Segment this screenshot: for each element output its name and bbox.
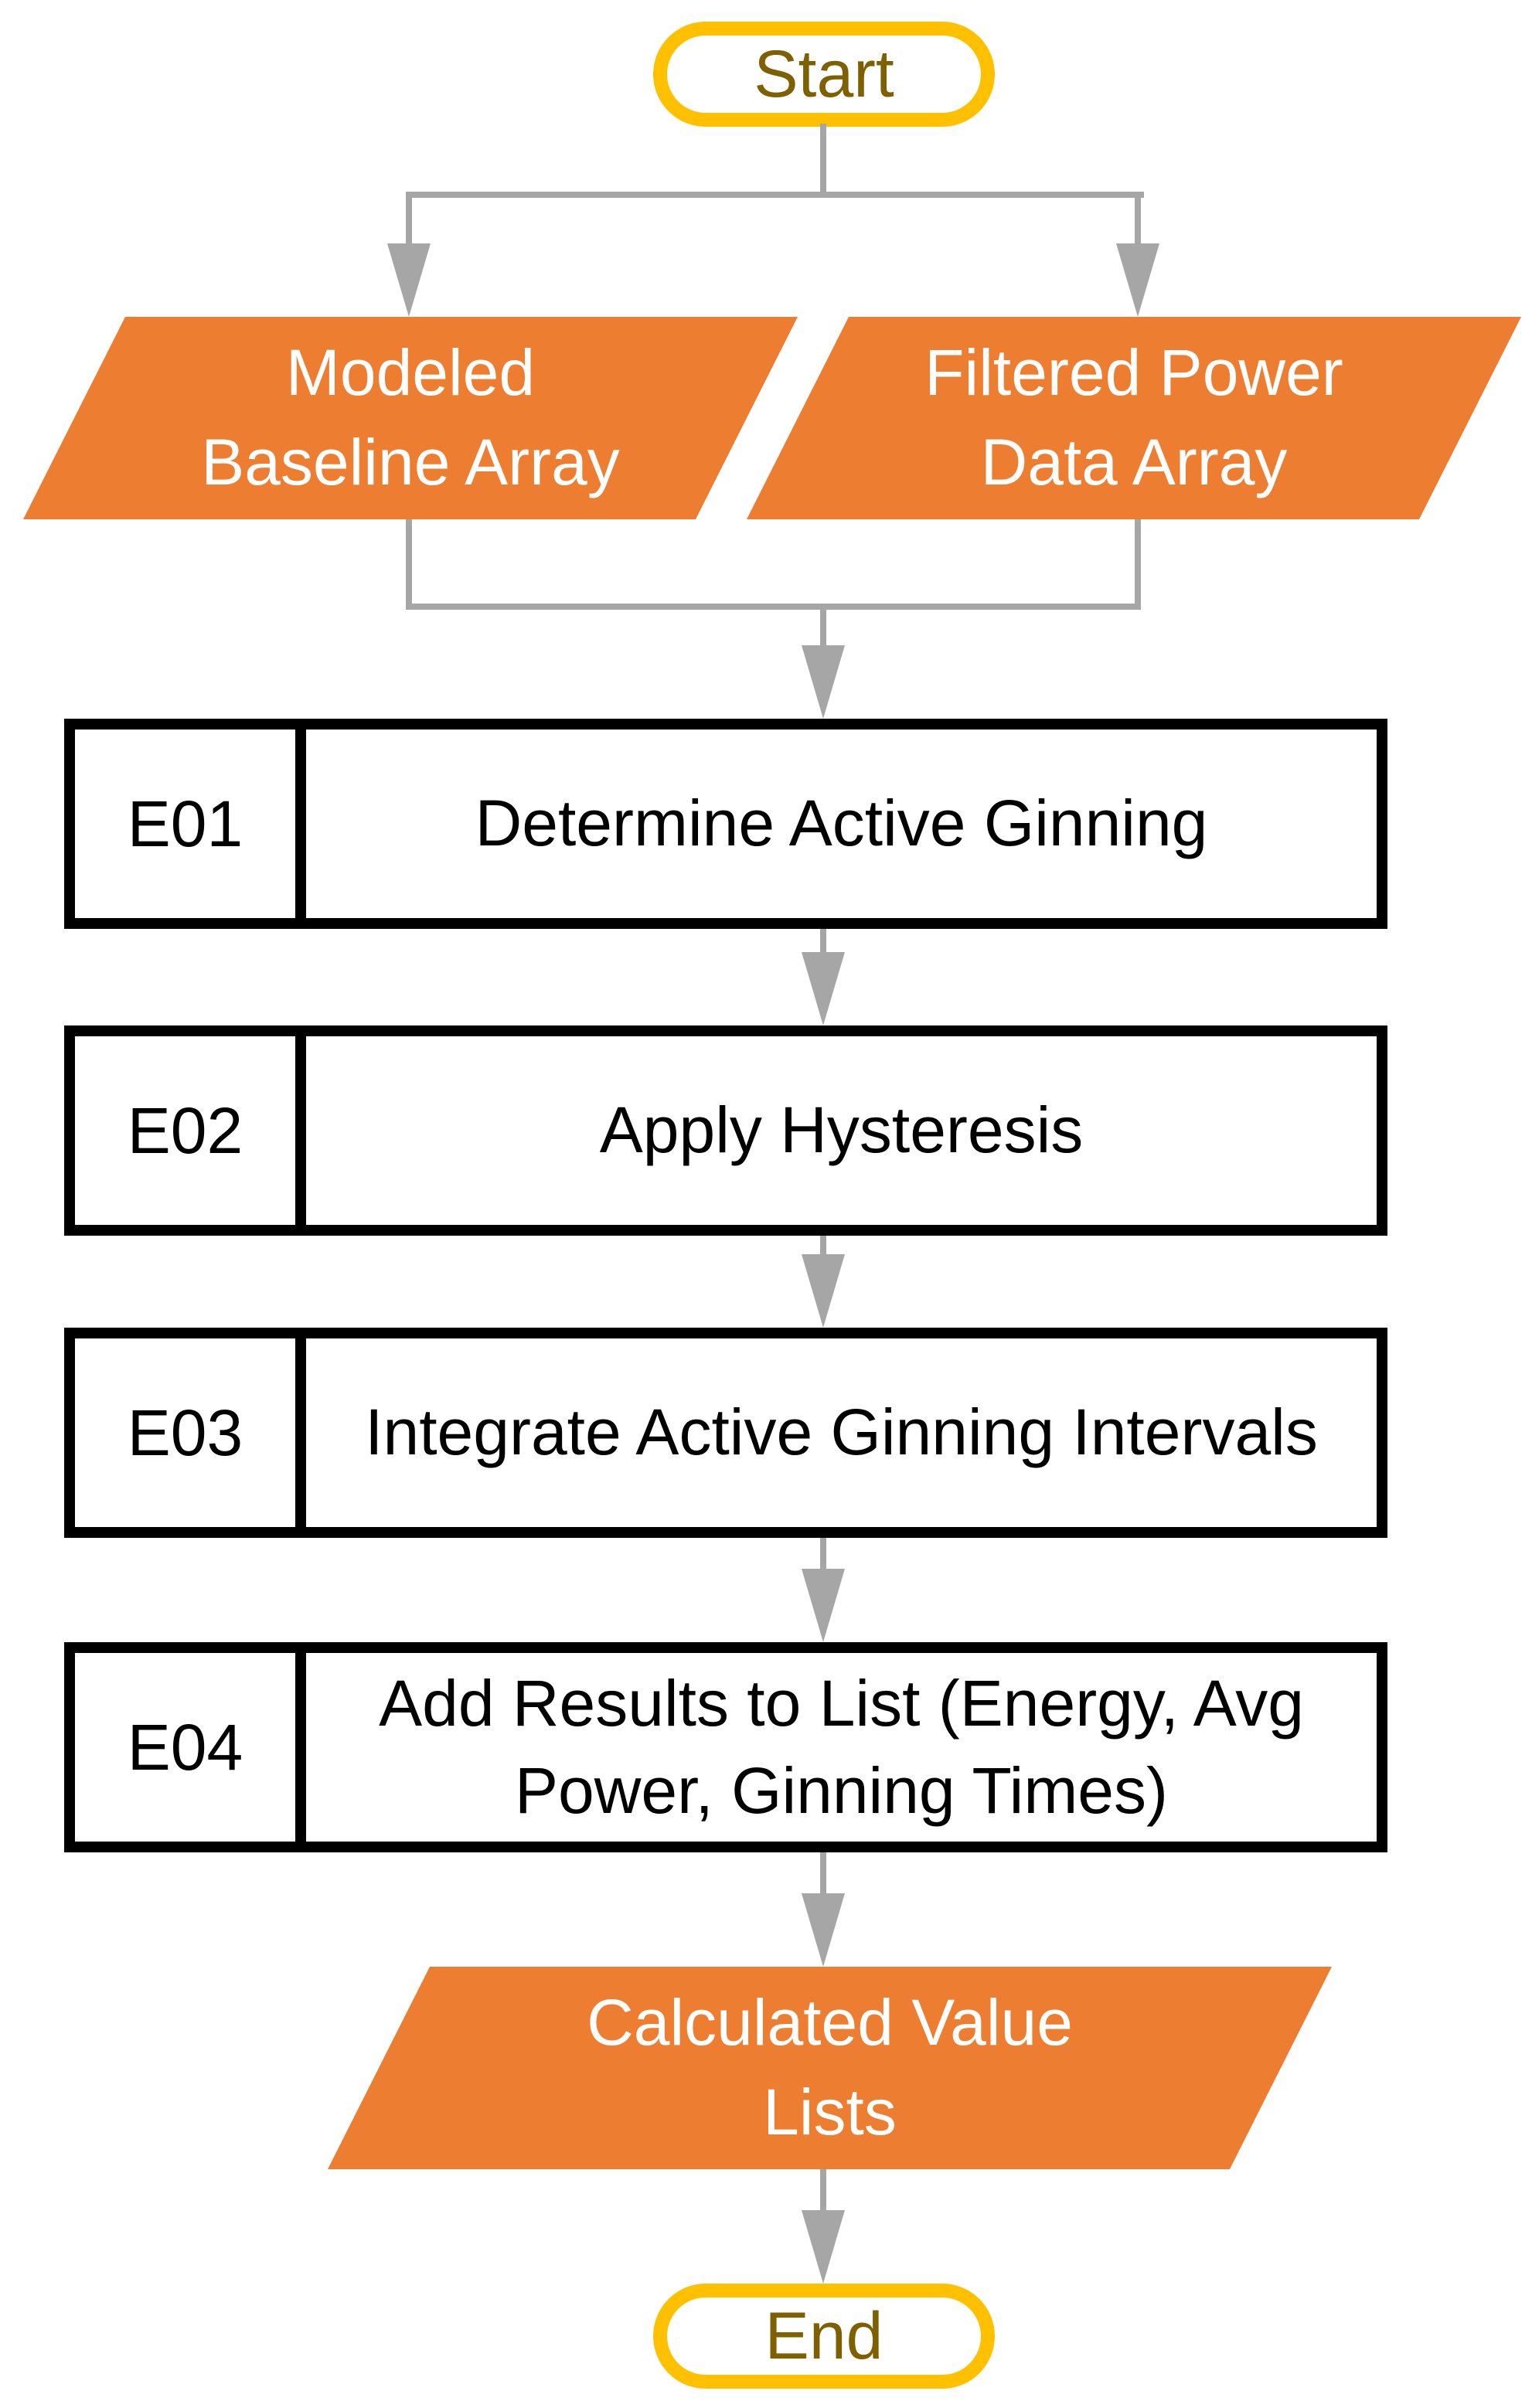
output-label-line: Calculated Value <box>587 1986 1073 2059</box>
output-label-line: Lists <box>763 2076 897 2148</box>
connector-from-input-right <box>1135 519 1141 610</box>
arrowhead-icon <box>1116 243 1159 317</box>
connector-to-input-right <box>1135 192 1141 247</box>
input-label-line: Data Array <box>980 426 1288 498</box>
arrowhead-icon <box>802 1569 845 1642</box>
connector-e03-e04 <box>820 1538 826 1573</box>
connector-from-input-left <box>406 519 412 610</box>
output-node-calculated-value-lists: Calculated Value Lists <box>328 1967 1332 2169</box>
arrowhead-icon <box>802 1893 845 1967</box>
connector-merge-horizontal <box>406 604 1141 610</box>
process-code: E02 <box>75 1036 306 1225</box>
arrowhead-icon <box>802 645 845 719</box>
input-node-filtered-power-data-array: Filtered Power Data Array <box>747 317 1521 519</box>
end-terminator: End <box>653 2284 995 2389</box>
process-label: Integrate Active Ginning Intervals <box>365 1396 1318 1469</box>
arrowhead-icon <box>802 952 845 1025</box>
process-box-e01: E01 Determine Active Ginning <box>64 719 1387 929</box>
start-terminator: Start <box>653 22 995 127</box>
input-label-line: Filtered Power <box>924 336 1343 410</box>
connector-start-down <box>820 124 826 197</box>
process-box-e04: E04 Add Results to List (Energy, Avg Pow… <box>64 1642 1387 1852</box>
input-node-modeled-baseline-array: Modeled Baseline Array <box>23 317 798 519</box>
start-label: Start <box>754 36 894 111</box>
arrowhead-icon <box>802 1254 845 1328</box>
arrowhead-icon <box>387 243 431 317</box>
process-code: E01 <box>75 730 306 918</box>
input-label-line: Modeled <box>285 336 536 410</box>
connector-e02-e03 <box>820 1236 826 1260</box>
connector-merge-down <box>820 604 826 650</box>
connector-e01-e02 <box>820 929 826 956</box>
process-box-e02: E02 Apply Hysteresis <box>64 1025 1387 1236</box>
process-code: E03 <box>75 1338 306 1527</box>
process-label: Add Results to List (Energy, Avg Power, … <box>379 1666 1304 1827</box>
connector-split-horizontal <box>406 192 1144 198</box>
end-label: End <box>764 2298 883 2373</box>
connector-output-end <box>820 2169 826 2216</box>
process-code: E04 <box>75 1653 306 1842</box>
process-label: Determine Active Ginning <box>475 787 1208 860</box>
process-label: Apply Hysteresis <box>599 1093 1084 1167</box>
connector-e04-output <box>820 1852 826 1900</box>
connector-to-input-left <box>406 192 412 247</box>
arrowhead-icon <box>802 2210 845 2284</box>
process-box-e03: E03 Integrate Active Ginning Intervals <box>64 1328 1387 1538</box>
input-label-line: Baseline Array <box>201 426 620 498</box>
